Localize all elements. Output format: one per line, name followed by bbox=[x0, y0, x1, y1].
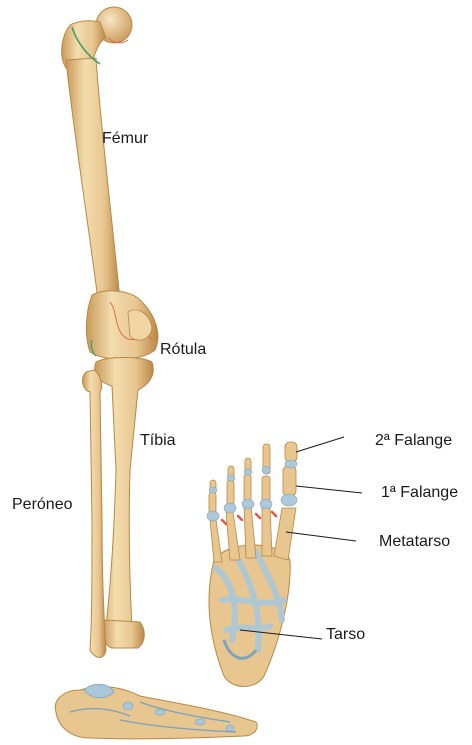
tibia-label: Tíbia bbox=[140, 433, 176, 449]
leader-phalanx1 bbox=[296, 486, 362, 493]
tarsus-label: Tarso bbox=[326, 627, 365, 643]
metatarsus-label: Metatarso bbox=[379, 534, 450, 550]
femur-label: Fémur bbox=[102, 131, 148, 147]
foot-lateral-view bbox=[55, 684, 257, 739]
patella-label: Rótula bbox=[160, 342, 206, 358]
fibula-bone bbox=[83, 370, 106, 658]
fibula-label: Peróneo bbox=[12, 497, 73, 513]
leader-phalanx2 bbox=[296, 437, 344, 452]
foot-dorsal-view bbox=[207, 442, 297, 687]
phalanx2-label: 2ª Falange bbox=[375, 433, 452, 449]
leader-metatarsus bbox=[286, 532, 356, 541]
phalanx1-label: 1ª Falange bbox=[381, 485, 458, 501]
femur-bone bbox=[62, 7, 158, 359]
